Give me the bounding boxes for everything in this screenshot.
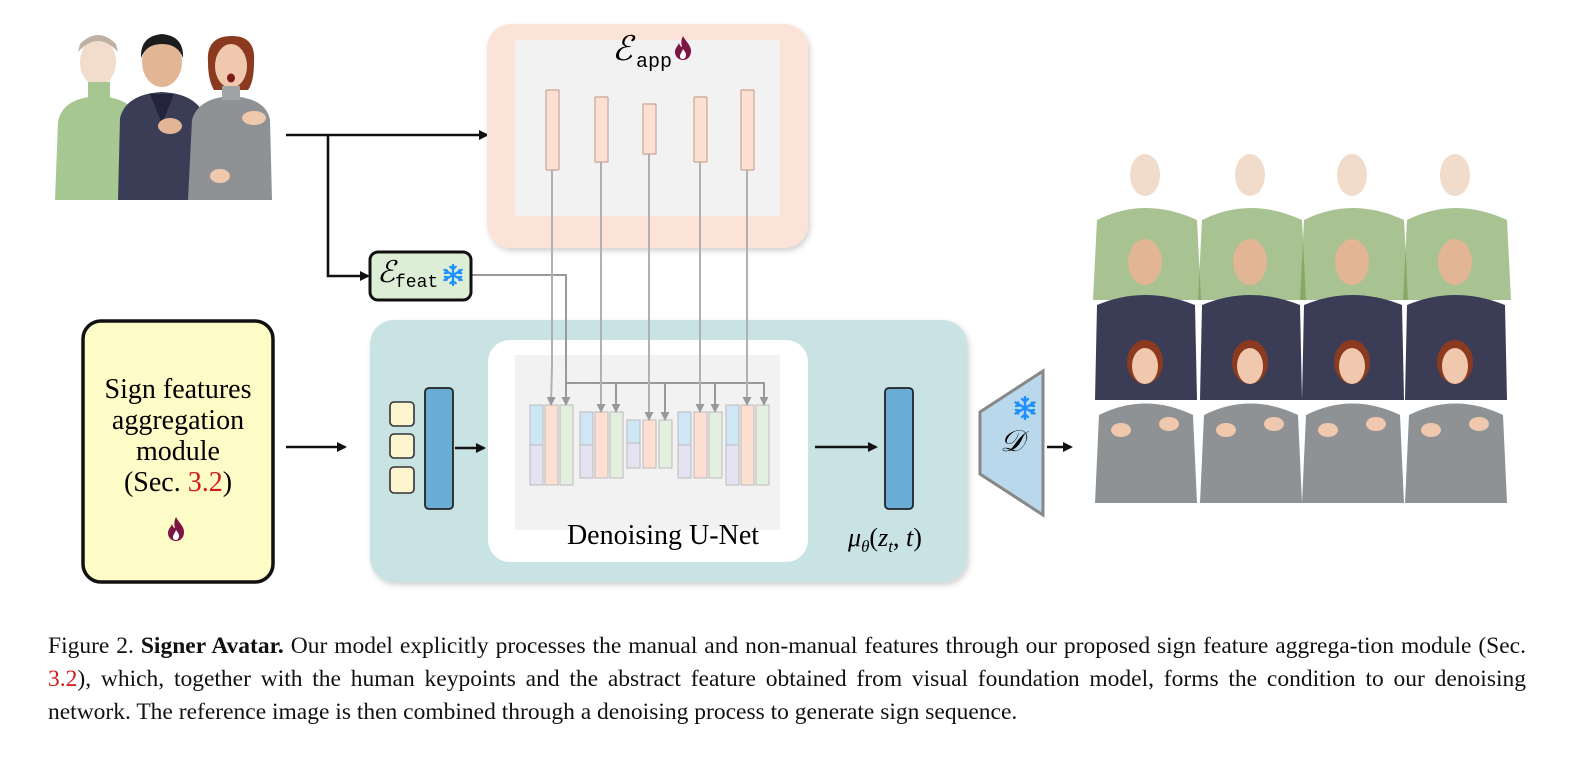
caption-text-1: Our model explicitly processes the manua… — [283, 633, 1526, 659]
generated-frame-4-hand-left — [1421, 423, 1441, 437]
generated-frame-4-middle-head — [1438, 239, 1472, 285]
app-encoder-subscript: app — [636, 51, 672, 74]
generated-frame-1-front-head — [1132, 348, 1158, 384]
generated-frame-1-hand-right — [1159, 417, 1179, 431]
denoised-latent-bar — [884, 387, 914, 510]
figure-diagram: ℰ app — [55, 24, 1511, 584]
generated-frame-2-front-head — [1237, 348, 1263, 384]
generated-frame-3-front — [1302, 403, 1404, 503]
app-feature-bar-3 — [642, 103, 657, 155]
generated-frame-4-front — [1405, 403, 1507, 503]
generated-frame-1-front — [1095, 403, 1197, 503]
noisy-latent-bar — [424, 387, 454, 510]
generated-frame-2-hand-right — [1264, 417, 1284, 431]
app-feature-bar-5 — [740, 89, 755, 171]
reference-connections — [286, 130, 489, 281]
generated-frame-1-back-head — [1130, 154, 1160, 196]
generated-frame-2-middle-head — [1233, 239, 1267, 285]
app-feature-bar-4 — [693, 96, 708, 163]
denoising-block: Denoising U-Net μθ(zt, t) — [370, 154, 967, 582]
figure-caption: Figure 2. Signer Avatar. Our model expli… — [48, 630, 1526, 729]
unet-label: Denoising U-Net — [567, 520, 759, 551]
generated-frame-4-back-head — [1440, 154, 1470, 196]
caption-text-2: ), which, together with the human keypoi… — [48, 666, 1526, 725]
generated-frame-3-middle-head — [1335, 239, 1369, 285]
appearance-encoder: ℰ app — [487, 24, 808, 248]
aggregation-line-3: module — [136, 436, 220, 467]
condition-token-1 — [389, 401, 415, 427]
generated-frame-3-hand-right — [1366, 417, 1386, 431]
generated-frame-1-middle-head — [1128, 239, 1162, 285]
aggregation-line-1: Sign features — [105, 374, 252, 405]
aggregation-line-2: aggregation — [112, 405, 244, 436]
generated-frame-3-hand-left — [1318, 423, 1338, 437]
generated-sequence — [1093, 154, 1511, 503]
app-encoder-symbol: ℰ — [612, 31, 636, 68]
caption-prefix: Figure 2. — [48, 633, 141, 659]
decoder: 𝒟 — [978, 368, 1045, 518]
feature-encoder: ℰ feat — [368, 250, 473, 302]
condition-token-2 — [389, 433, 415, 459]
generated-frame-3-back-head — [1337, 154, 1367, 196]
feat-encoder-symbol: ℰ — [377, 256, 398, 289]
generated-frame-1-hand-left — [1111, 423, 1131, 437]
aggregation-module: Sign features aggregation module (Sec. 3… — [81, 319, 275, 584]
generated-frame-2-hand-left — [1216, 423, 1236, 437]
app-feature-bar-2 — [594, 96, 609, 163]
feat-encoder-subscript: feat — [395, 273, 438, 293]
output-label: μθ(zt, t) — [847, 523, 922, 556]
generated-frame-2-back-head — [1235, 154, 1265, 196]
generated-frame-3-front-head — [1339, 348, 1365, 384]
condition-token-3 — [389, 466, 415, 494]
caption-reference[interactable]: 3.2 — [48, 666, 78, 692]
caption-title: Signer Avatar. — [140, 633, 284, 659]
aggregation-reference: (Sec. 3.2) — [124, 467, 232, 498]
generated-frame-4-front-head — [1442, 348, 1468, 384]
generated-frame-2-front — [1200, 403, 1302, 503]
reference-image — [55, 34, 272, 200]
generated-frame-4-hand-right — [1469, 417, 1489, 431]
app-feature-bar-1 — [545, 89, 560, 171]
